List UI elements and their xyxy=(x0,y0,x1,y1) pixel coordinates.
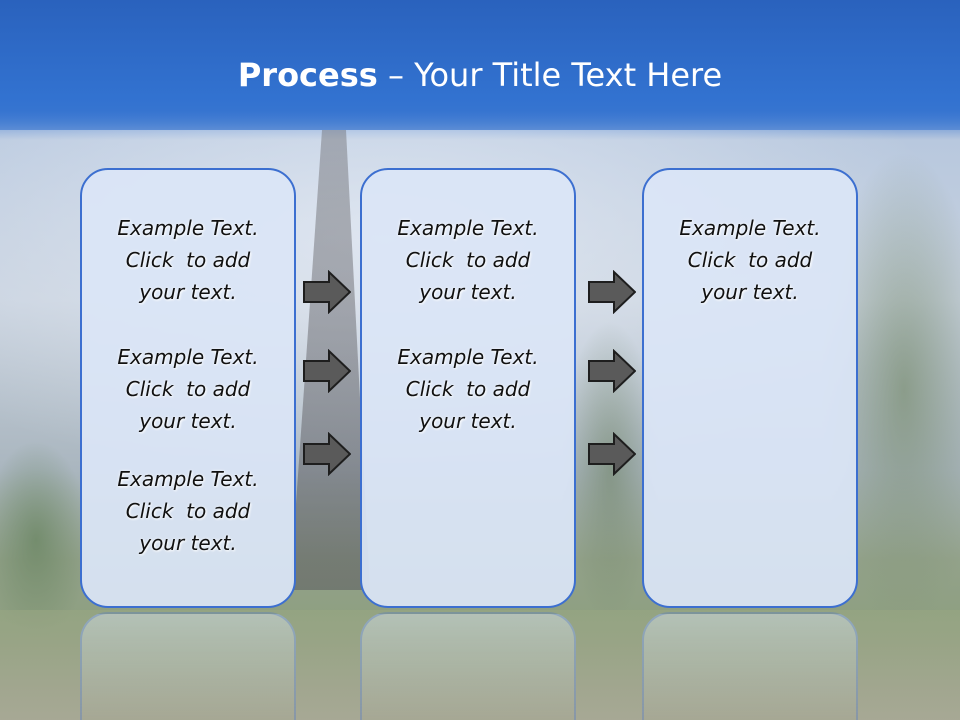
text-line: your text. xyxy=(701,280,799,304)
text-block[interactable]: Example Text. Click to add your text. xyxy=(362,341,574,437)
right-arrow-icon[interactable] xyxy=(588,270,636,314)
process-box-2[interactable]: Example Text. Click to add your text. Ex… xyxy=(360,168,576,608)
text-line: Example Text. xyxy=(117,345,259,369)
text-line: Click to add xyxy=(405,377,531,401)
text-line: Example Text. xyxy=(679,216,821,240)
right-arrow-icon[interactable] xyxy=(588,349,636,393)
text-block[interactable]: Example Text. Click to add your text. xyxy=(82,463,294,559)
box-reflection-3 xyxy=(642,612,858,720)
process-box-1[interactable]: Example Text. Click to add your text. Ex… xyxy=(80,168,296,608)
text-block[interactable]: Example Text. Click to add your text. xyxy=(362,212,574,308)
title-rest: – Your Title Text Here xyxy=(377,56,723,94)
process-box-3[interactable]: Example Text. Click to add your text. xyxy=(642,168,858,608)
right-arrow-icon[interactable] xyxy=(303,270,351,314)
slide-title[interactable]: Process – Your Title Text Here xyxy=(0,52,960,98)
text-line: Example Text. xyxy=(117,467,259,491)
text-block[interactable]: Example Text. Click to add your text. xyxy=(82,212,294,308)
text-block[interactable]: Example Text. Click to add your text. xyxy=(644,212,856,308)
text-line: your text. xyxy=(419,280,517,304)
text-line: Click to add xyxy=(125,248,251,272)
trees-left xyxy=(0,440,90,640)
text-line: your text. xyxy=(419,409,517,433)
text-line: your text. xyxy=(139,531,237,555)
right-arrow-icon[interactable] xyxy=(588,432,636,476)
text-line: Click to add xyxy=(125,377,251,401)
text-line: Click to add xyxy=(125,499,251,523)
ground xyxy=(0,610,960,720)
text-line: your text. xyxy=(139,280,237,304)
right-arrow-icon[interactable] xyxy=(303,432,351,476)
text-line: Example Text. xyxy=(397,345,539,369)
box-reflection-1 xyxy=(80,612,296,720)
right-arrow-icon[interactable] xyxy=(303,349,351,393)
title-band xyxy=(0,0,960,130)
text-line: Example Text. xyxy=(397,216,539,240)
text-line: your text. xyxy=(139,409,237,433)
text-line: Click to add xyxy=(687,248,813,272)
text-line: Example Text. xyxy=(117,216,259,240)
text-line: Click to add xyxy=(405,248,531,272)
box-reflection-2 xyxy=(360,612,576,720)
title-bold: Process xyxy=(237,56,378,94)
text-block[interactable]: Example Text. Click to add your text. xyxy=(82,341,294,437)
